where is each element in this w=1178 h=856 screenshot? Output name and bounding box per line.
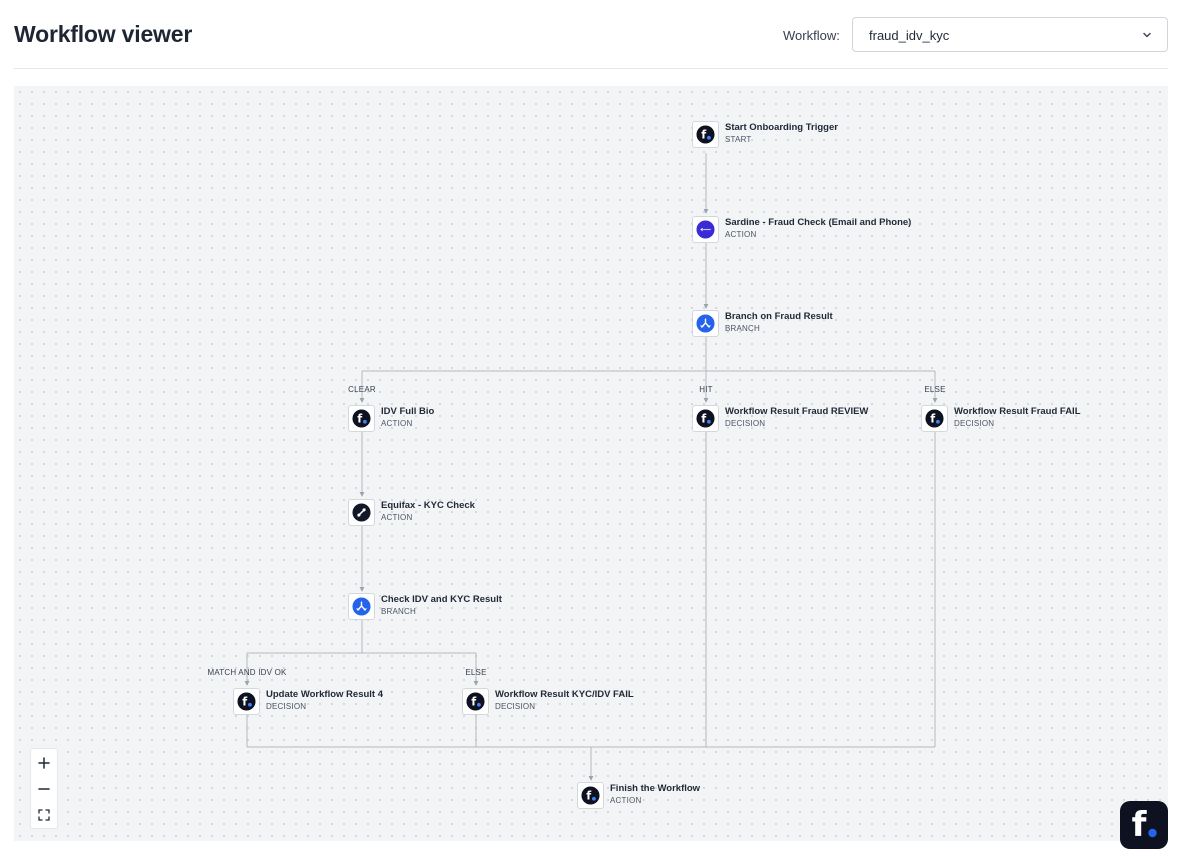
svg-text:f: f <box>471 694 477 708</box>
node-title: Sardine - Fraud Check (Email and Phone) <box>725 217 912 228</box>
node-title: Start Onboarding Trigger <box>725 122 838 133</box>
page-header: Workflow viewer Workflow: fraud_idv_kyc <box>14 16 1168 69</box>
node-result-fraud-fail[interactable]: f Workflow Result Fraud FAIL DECISION <box>921 405 1081 433</box>
node-update-result-4[interactable]: f Update Workflow Result 4 DECISION <box>233 688 383 716</box>
node-kind: START <box>725 135 752 144</box>
zoom-out-icon <box>38 788 50 790</box>
node-kind: BRANCH <box>381 607 416 616</box>
node-sardine[interactable]: Sardine - Fraud Check (Email and Phone) A… <box>692 216 911 244</box>
zoom-in-button[interactable] <box>31 750 57 776</box>
node-kind: ACTION <box>381 513 413 522</box>
fingerprint-logo-icon: f <box>921 405 948 432</box>
fingerprint-logo-icon: f <box>692 121 719 148</box>
node-kind: DECISION <box>266 702 307 711</box>
edge-label-else-kyc: ELSE <box>465 668 487 677</box>
node-title: Check IDV and KYC Result <box>381 594 502 605</box>
fit-view-button[interactable] <box>31 802 57 828</box>
node-kind: ACTION <box>610 796 642 805</box>
svg-text:f: f <box>701 127 707 141</box>
node-title: Equifax - KYC Check <box>381 500 475 511</box>
node-kind: DECISION <box>725 419 766 428</box>
node-title: Workflow Result Fraud FAIL <box>954 406 1081 417</box>
branch-icon <box>692 310 719 337</box>
node-kind: ACTION <box>725 230 757 239</box>
svg-text:f: f <box>242 694 248 708</box>
fit-view-icon <box>38 809 50 821</box>
node-result-fraud-review[interactable]: f Workflow Result Fraud REVIEW DECISION <box>692 405 868 433</box>
node-title: Workflow Result KYC/IDV FAIL <box>495 689 634 700</box>
fingerprint-logo-icon: f <box>462 688 489 715</box>
node-title: Workflow Result Fraud REVIEW <box>725 406 869 417</box>
zoom-out-button[interactable] <box>31 776 57 802</box>
page-title: Workflow viewer <box>14 21 193 47</box>
edge-label-else: ELSE <box>924 385 946 394</box>
node-title: Finish the Workflow <box>610 783 701 794</box>
edge-label-hit: HIT <box>699 385 713 394</box>
zoom-in-icon <box>38 757 50 769</box>
workflow-select-label: Workflow: <box>783 28 840 43</box>
sardine-logo-icon <box>692 216 719 243</box>
node-kind: DECISION <box>954 419 995 428</box>
svg-text:f: f <box>1132 805 1148 845</box>
fingerprint-logo-icon: f <box>233 688 260 715</box>
svg-text:f: f <box>701 411 707 425</box>
edge-label-match: MATCH AND IDV OK <box>207 668 287 677</box>
fingerprint-logo-icon: f <box>348 405 375 432</box>
workflow-select-value: fraud_idv_kyc <box>869 28 950 43</box>
chevron-down-icon <box>1143 32 1151 38</box>
node-title: Update Workflow Result 4 <box>266 689 384 700</box>
svg-text:f: f <box>357 411 363 425</box>
node-kind: DECISION <box>495 702 536 711</box>
workflow-select[interactable]: fraud_idv_kyc <box>852 17 1168 52</box>
zoom-controls <box>30 748 58 829</box>
fingerprint-logo-icon: f <box>692 405 719 432</box>
equifax-logo-icon <box>348 499 375 526</box>
workflow-edges <box>244 153 938 781</box>
branch-icon <box>348 593 375 620</box>
workflow-canvas[interactable]: CLEAR HIT ELSE MATCH AND IDV OK ELSE f S… <box>14 86 1168 841</box>
node-title: Branch on Fraud Result <box>725 311 833 322</box>
node-kind: ACTION <box>381 419 413 428</box>
node-result-kyc-idv-fail[interactable]: f Workflow Result KYC/IDV FAIL DECISION <box>462 688 634 716</box>
svg-text:f: f <box>586 788 592 802</box>
node-title: IDV Full Bio <box>381 406 435 417</box>
brand-badge[interactable]: f <box>1120 801 1168 849</box>
node-kind: BRANCH <box>725 324 760 333</box>
fingerprint-logo-icon: f <box>1132 805 1157 845</box>
svg-text:f: f <box>930 411 936 425</box>
fingerprint-logo-icon: f <box>577 782 604 809</box>
edge-label-clear: CLEAR <box>348 385 376 394</box>
